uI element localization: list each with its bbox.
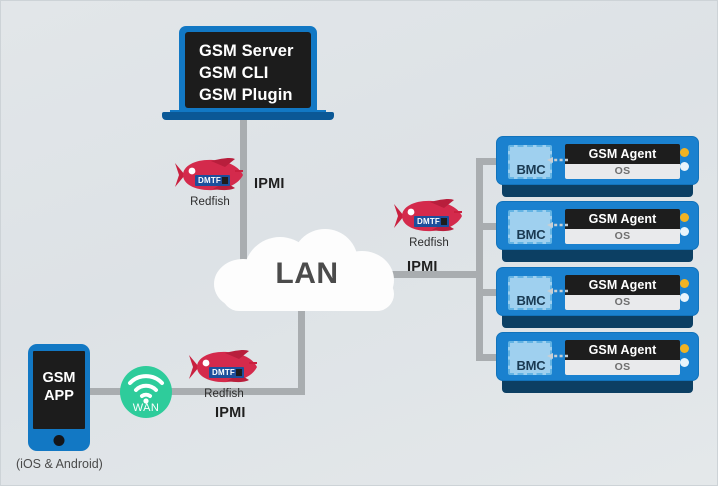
dmtf-badge-bottom: DMTF (209, 367, 245, 378)
led-blue (680, 358, 689, 367)
redfish-logo-middle: DMTF Redfish (392, 197, 466, 249)
dmtf-text: DMTF (212, 368, 236, 377)
server-chassis: BMC GSM Agent OS (496, 267, 699, 316)
gsm-agent-label: GSM Agent (565, 275, 680, 295)
wire-branch-server-4 (476, 354, 506, 361)
laptop-lid: GSM Server GSM CLI GSM Plugin (179, 26, 317, 114)
wire-server-bus (476, 158, 483, 358)
wire-branch-server-2 (476, 223, 506, 230)
ipmi-label-bottom: IPMI (215, 405, 246, 421)
led-amber (680, 279, 689, 288)
server-unit-2: BMC GSM Agent OS (496, 201, 699, 262)
agent-to-bmc-arrow-icon (547, 353, 568, 359)
agent-stack: GSM Agent OS (565, 144, 680, 179)
redfish-label-top: Redfish (190, 196, 230, 208)
wifi-icon (128, 374, 164, 404)
agent-to-bmc-arrow-icon (547, 288, 568, 294)
laptop-line-3: GSM Plugin (199, 86, 293, 104)
phone-home-button (53, 435, 65, 446)
phone-body: GSM APP (28, 344, 90, 451)
redfish-logo-bottom: DMTF Redfish (187, 348, 261, 400)
agent-to-bmc-arrow-icon (547, 157, 568, 163)
ipmi-label-middle: IPMI (407, 259, 438, 275)
dmtf-text: DMTF (198, 176, 222, 185)
bmc-label: BMC (516, 293, 546, 308)
phone-caption: (iOS & Android) (16, 457, 103, 471)
dmtf-flag-icon (222, 177, 229, 184)
redfish-label-middle: Redfish (409, 237, 449, 249)
phone-line-2: APP (44, 388, 74, 404)
agent-to-bmc-arrow-icon (547, 222, 568, 228)
gsm-agent-label: GSM Agent (565, 340, 680, 360)
gsm-agent-label: GSM Agent (565, 144, 680, 164)
led-blue (680, 162, 689, 171)
dmtf-flag-icon (236, 369, 243, 376)
dmtf-badge-middle: DMTF (414, 216, 450, 227)
wire-branch-server-3 (476, 289, 506, 296)
ipmi-label-top: IPMI (254, 176, 285, 192)
gsm-app-phone: GSM APP (iOS & Android) (16, 344, 103, 471)
led-amber (680, 213, 689, 222)
server-chassis: BMC GSM Agent OS (496, 332, 699, 381)
bmc-module (508, 145, 552, 179)
wire-lan-to-server-bus (361, 271, 483, 278)
bmc-module (508, 341, 552, 375)
bmc-label: BMC (516, 227, 546, 242)
phone-screen: GSM APP (33, 351, 85, 429)
wire-wan-to-lan (298, 306, 305, 394)
agent-stack: GSM Agent OS (565, 209, 680, 244)
dmtf-flag-icon (441, 218, 448, 225)
wire-phone-to-wan (81, 388, 305, 395)
cloud-shape (214, 229, 400, 311)
redfish-label-bottom: Redfish (204, 388, 244, 400)
server-chassis: BMC GSM Agent OS (496, 136, 699, 185)
server-unit-3: BMC GSM Agent OS (496, 267, 699, 328)
agent-stack: GSM Agent OS (565, 275, 680, 310)
dmtf-text: DMTF (417, 217, 441, 226)
wire-branch-server-1 (476, 158, 506, 165)
os-label: OS (565, 164, 680, 179)
server-unit-1: BMC GSM Agent OS (496, 136, 699, 197)
wire-laptop-to-lan (240, 118, 247, 263)
dmtf-badge-top: DMTF (195, 175, 231, 186)
led-blue (680, 227, 689, 236)
server-unit-4: BMC GSM Agent OS (496, 332, 699, 393)
laptop-line-2: GSM CLI (199, 64, 269, 82)
led-blue (680, 293, 689, 302)
agent-stack: GSM Agent OS (565, 340, 680, 375)
os-label: OS (565, 360, 680, 375)
laptop-line-1: GSM Server (199, 42, 294, 60)
laptop-base (162, 112, 334, 120)
server-chassis: BMC GSM Agent OS (496, 201, 699, 250)
gsm-agent-label: GSM Agent (565, 209, 680, 229)
os-label: OS (565, 229, 680, 244)
laptop-screen: GSM Server GSM CLI GSM Plugin (185, 32, 311, 108)
redfish-logo-top: DMTF Redfish (173, 156, 247, 208)
lan-cloud: LAN (214, 229, 400, 311)
bmc-label: BMC (516, 162, 546, 177)
bmc-label: BMC (516, 358, 546, 373)
phone-line-1: GSM (42, 370, 76, 386)
lan-label: LAN (275, 257, 339, 290)
led-amber (680, 148, 689, 157)
os-label: OS (565, 295, 680, 310)
wan-node: WAN (120, 366, 172, 418)
wan-label: WAN (132, 402, 160, 414)
led-amber (680, 344, 689, 353)
